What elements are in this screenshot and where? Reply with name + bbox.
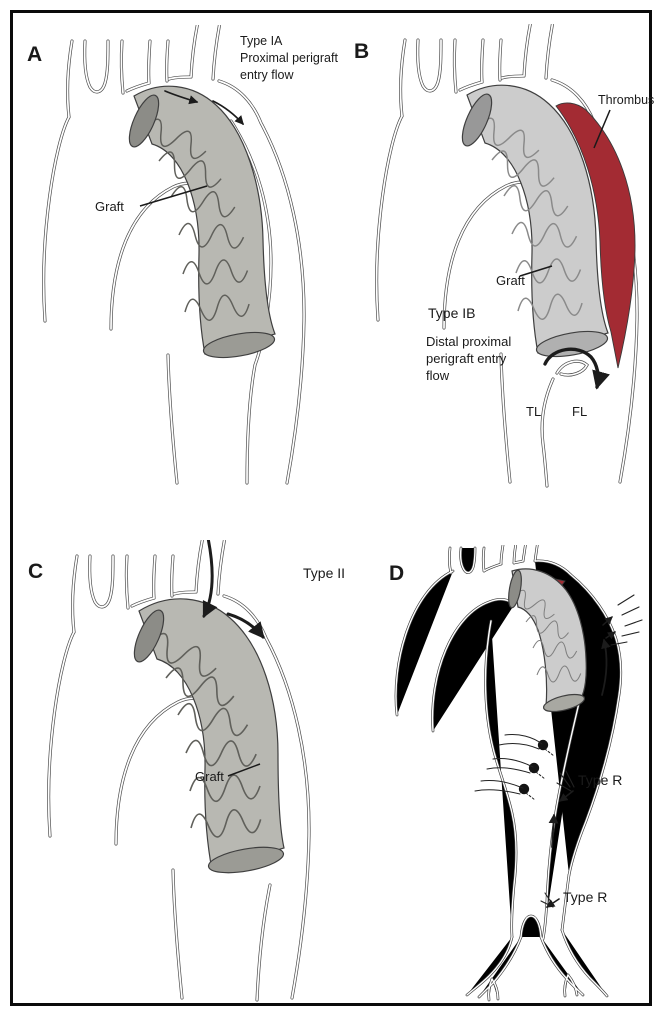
- collateral-hatch-marks: [610, 594, 643, 646]
- graft-label-b: Graft: [496, 273, 525, 288]
- panel-d-type-r: D Type R Type R: [389, 545, 643, 1002]
- thrombus-shape: [555, 102, 636, 369]
- panel-letter-a: A: [27, 43, 42, 66]
- distal-entry-flow-arrow: [543, 347, 610, 390]
- collateral-arrow-1: [602, 616, 613, 626]
- type-ia-caption-line3: entry flow: [240, 68, 294, 82]
- embolized-branch-dots: [474, 734, 555, 801]
- perigraft-flow-arrow-1: [164, 90, 199, 105]
- aorta-outline-c: [47, 540, 311, 1002]
- type-ia-caption-line2: Proximal perigraft: [240, 51, 338, 65]
- reentry-tear-marks-upper: [556, 770, 575, 792]
- type-ib-caption-line1: Distal proximal: [426, 334, 511, 349]
- graft-pointer-line-b: [519, 265, 553, 277]
- false-lumen-flow-arrow-upper: [601, 638, 611, 696]
- branch-retrograde-arrow-2: [226, 612, 265, 639]
- graft-label-a: Graft: [95, 199, 124, 214]
- type-ib-label: Type IB: [428, 305, 475, 321]
- graft-pointer-line-a: [139, 185, 208, 207]
- stent-graft-c: [133, 598, 285, 874]
- panel-c-type-ii: C Type II Graft: [28, 540, 345, 1002]
- type-r-label-lower: Type R: [563, 889, 607, 905]
- panel-a-type-ia: A Type IA Proximal perigraft entry flow …: [27, 25, 338, 485]
- graft-label-c: Graft: [195, 769, 224, 784]
- type-ia-caption-line1: Type IA: [240, 34, 283, 48]
- reentry-arrow-lower: [545, 898, 560, 908]
- type-ib-caption-line2: perigraft entry: [426, 351, 507, 366]
- stent-graft-d: [508, 568, 587, 713]
- type-ib-caption-line3: flow: [426, 368, 450, 383]
- branch-retrograde-arrow-1: [202, 540, 218, 619]
- panel-b-type-ib: B Thrombus Graft Type IB Distal proximal…: [354, 24, 654, 488]
- thrombus-pointer-line: [593, 109, 611, 149]
- panel-letter-d: D: [389, 562, 404, 585]
- false-lumen-label: FL: [572, 404, 587, 419]
- aorta-outline-b: [375, 24, 639, 488]
- true-lumen-label: TL: [526, 404, 541, 419]
- reentry-arrow-upper: [558, 790, 574, 802]
- panel-letter-b: B: [354, 40, 369, 63]
- graft-pointer-line-c: [227, 763, 261, 777]
- dissection-flap-c: [255, 883, 272, 1002]
- panel-letter-c: C: [28, 560, 43, 583]
- false-lumen-flow-arrow-mid: [548, 813, 559, 848]
- stent-graft-a: [123, 86, 276, 362]
- collateral-arrow-2: [605, 631, 617, 640]
- figure-border: [10, 10, 652, 1006]
- type-ii-label: Type II: [303, 565, 345, 581]
- perigraft-flow-arrow-2: [212, 100, 244, 126]
- type-r-label-upper: Type R: [578, 772, 622, 788]
- thrombus-label: Thrombus: [598, 93, 654, 107]
